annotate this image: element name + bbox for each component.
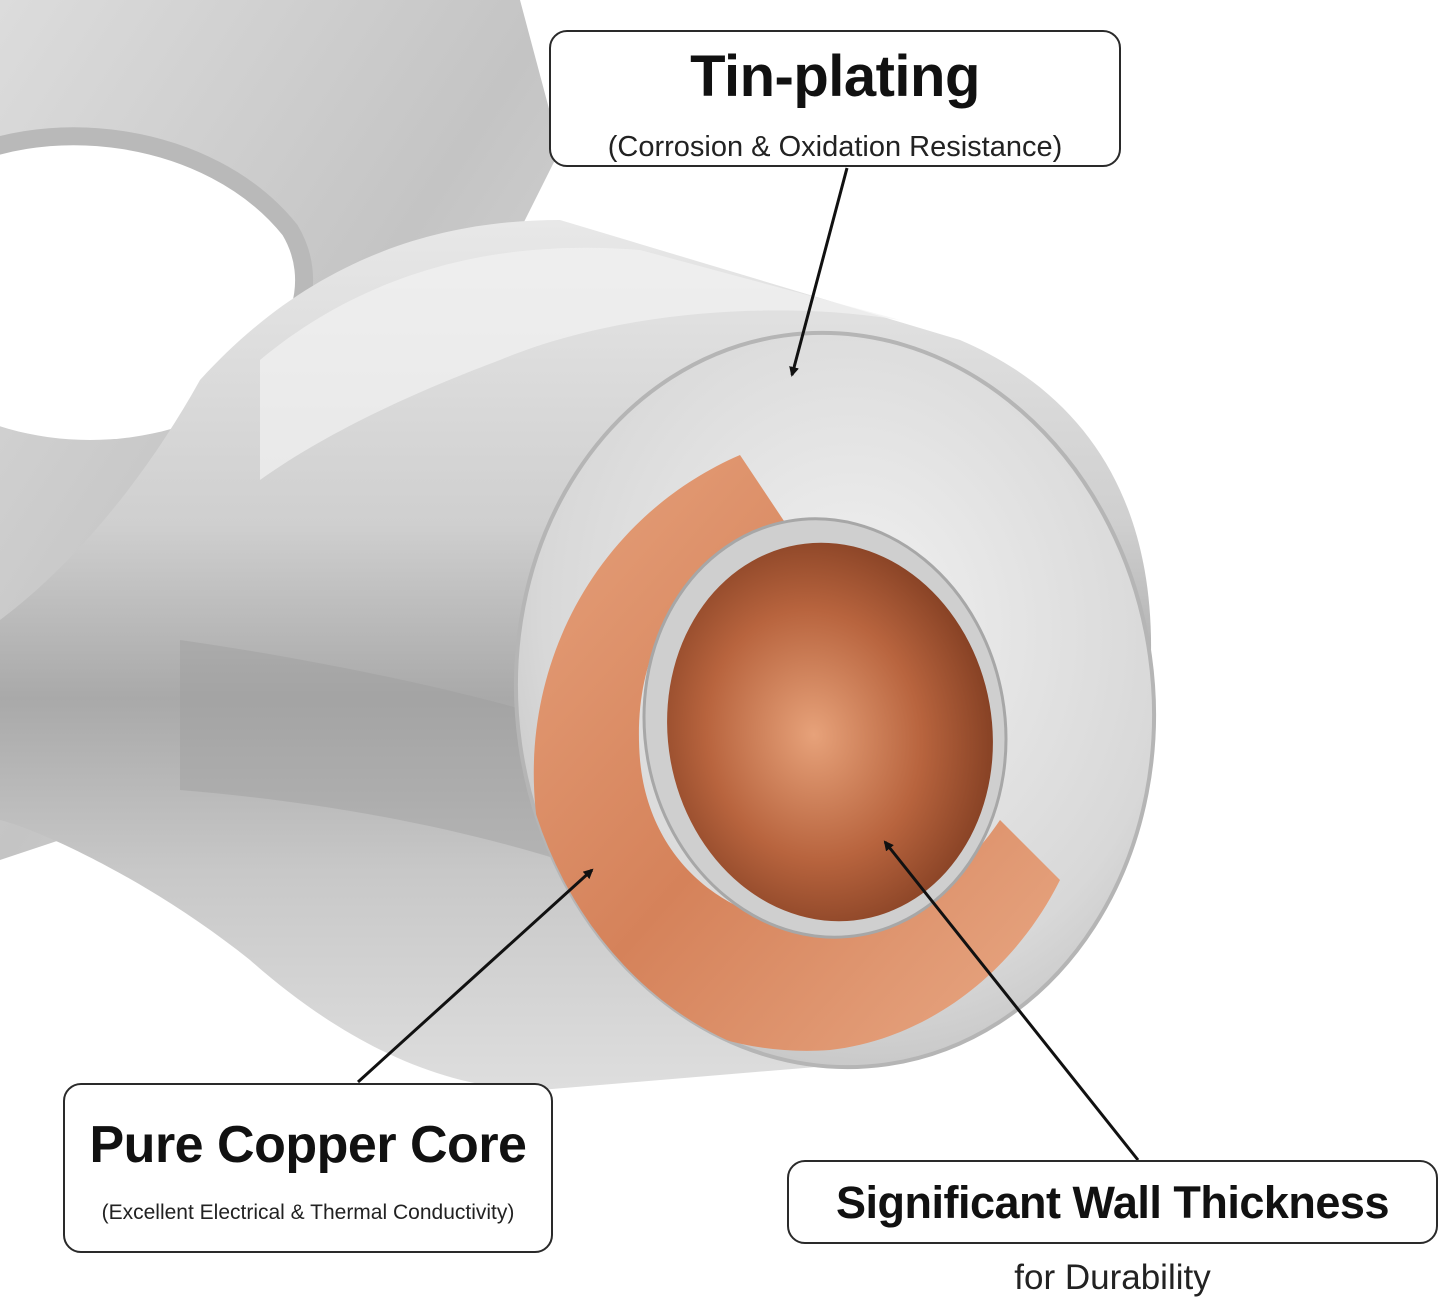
copper-core-title: Pure Copper Core — [89, 1116, 527, 1174]
wall-thickness-title: Significant Wall Thickness — [836, 1177, 1389, 1228]
bore-copper — [667, 542, 993, 922]
barrel-highlight — [260, 247, 900, 480]
wall-thickness-subtitle: for Durability — [1014, 1258, 1211, 1297]
end-face — [513, 330, 1157, 1070]
tin-plating-callout: Tin-plating (Corrosion & Oxidation Resis… — [549, 30, 1121, 167]
copper-core-callout: Pure Copper Core (Excellent Electrical &… — [63, 1083, 553, 1253]
wall-arrow — [883, 840, 1140, 1161]
copper-arrow — [356, 868, 594, 1084]
barrel-shadow — [180, 640, 560, 860]
tin-arrow — [789, 167, 849, 377]
copper-core-subtitle: (Excellent Electrical & Thermal Conducti… — [101, 1201, 515, 1224]
wall-thickness-callout: Significant Wall Thickness — [787, 1160, 1438, 1244]
tin-plating-title: Tin-plating — [690, 44, 980, 109]
tin-plating-subtitle: (Corrosion & Oxidation Resistance) — [607, 131, 1063, 163]
